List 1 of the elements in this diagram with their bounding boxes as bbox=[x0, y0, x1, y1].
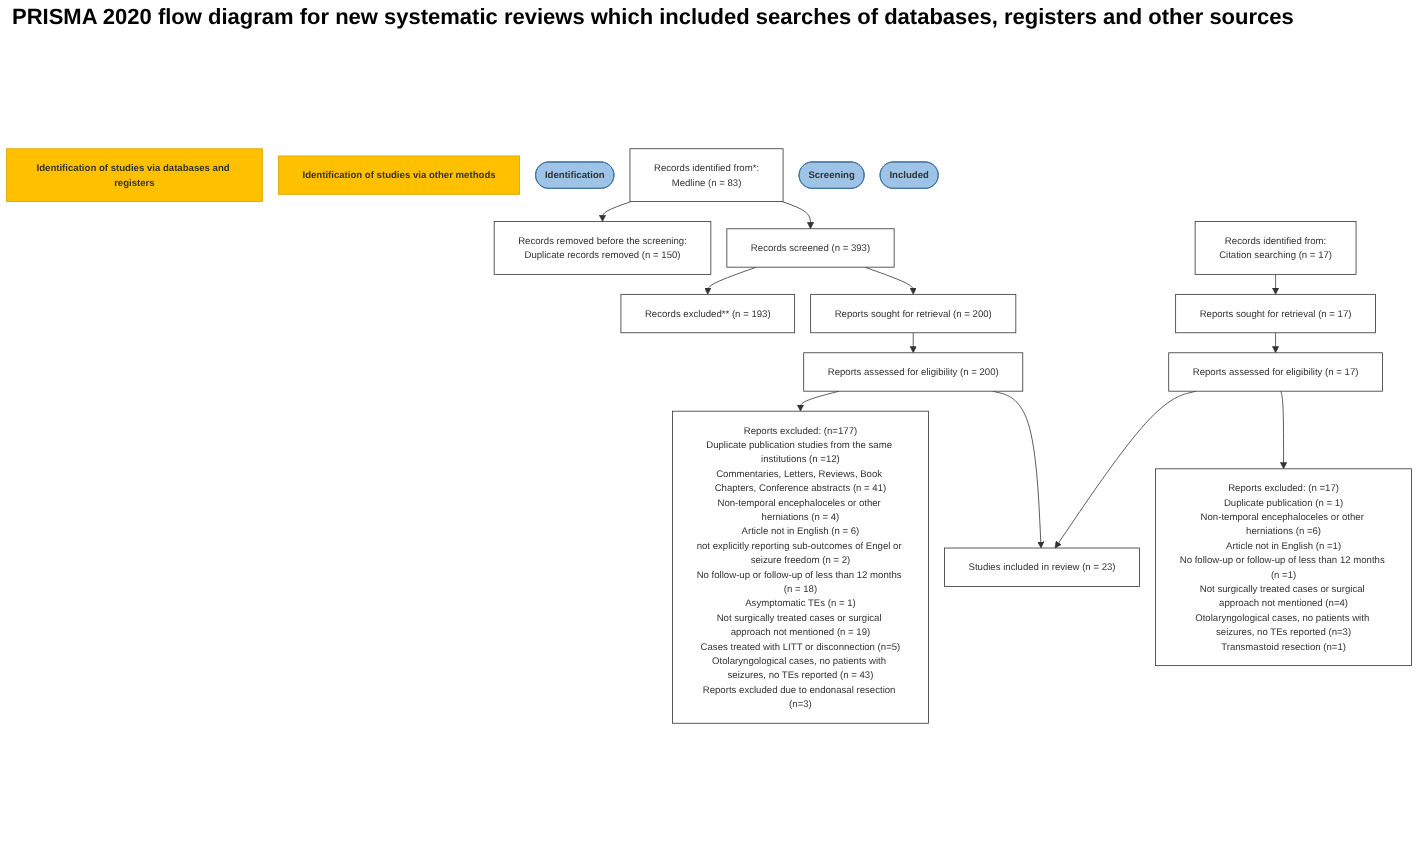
diagram-title: PRISMA 2020 flow diagram for new systematic reviews which included searches of databases, registers and other sources bbox=[10, 4, 1296, 34]
